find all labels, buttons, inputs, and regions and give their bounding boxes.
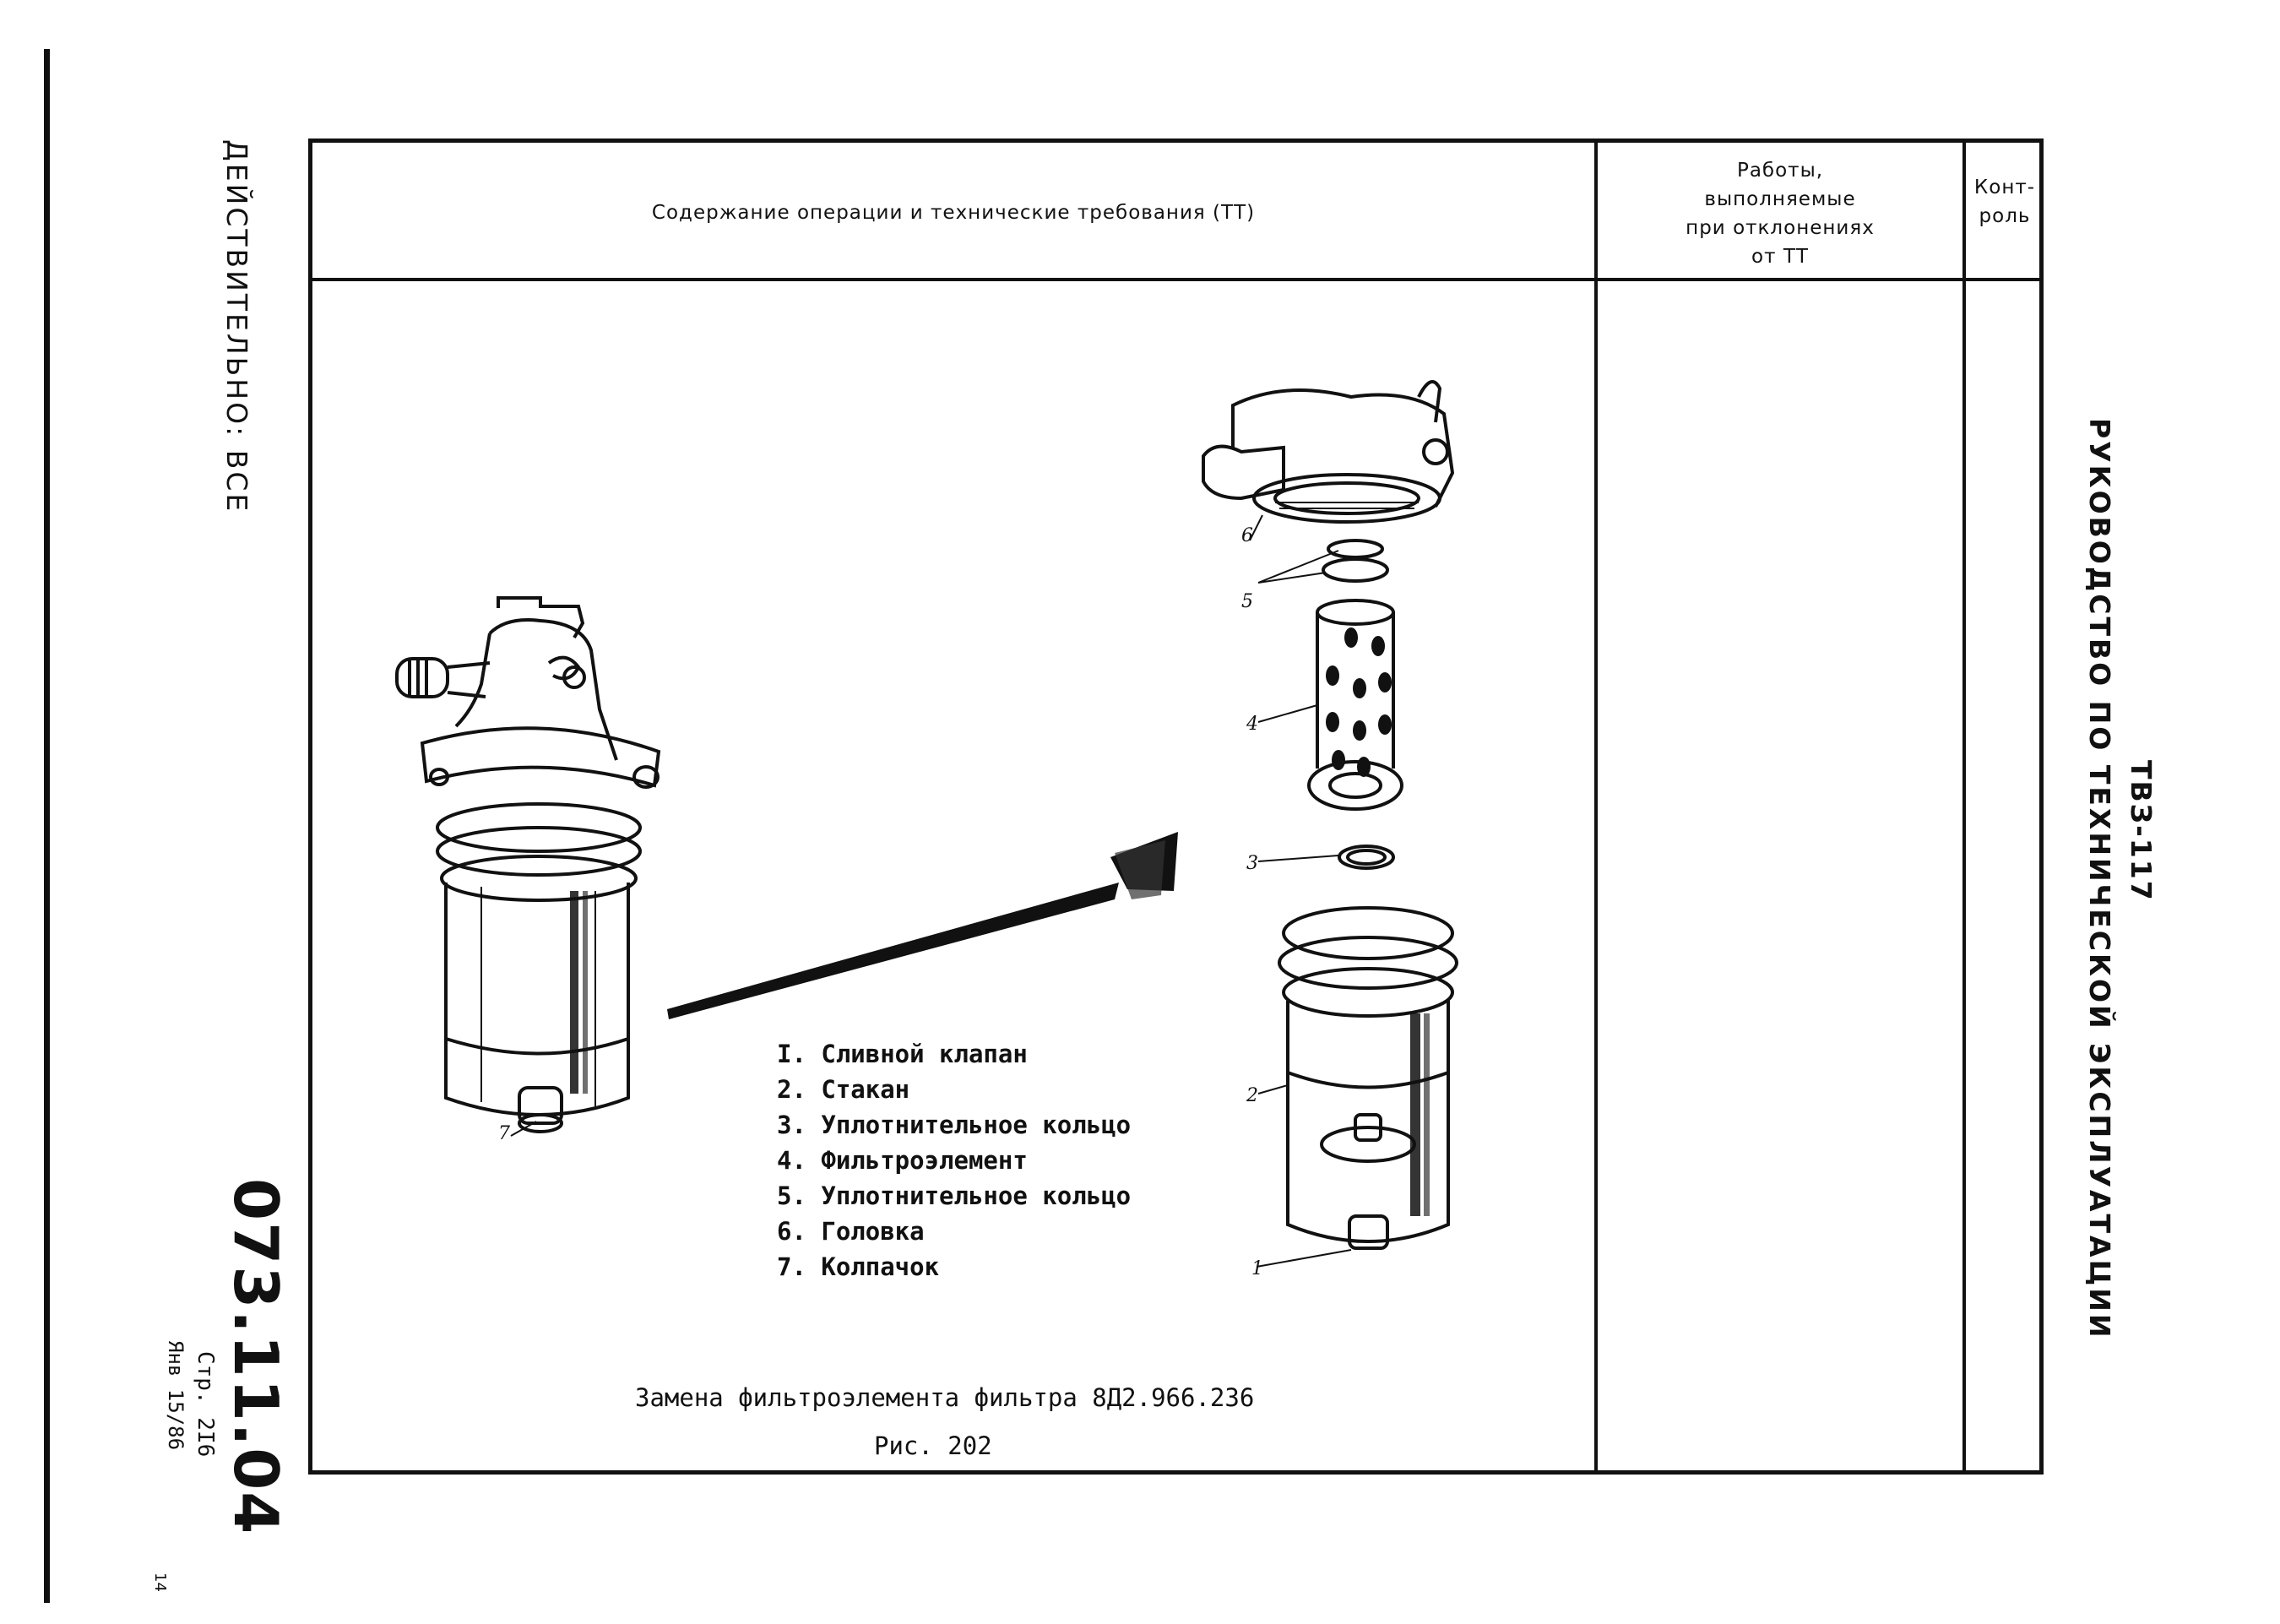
legend-item: I. Сливной клапан	[777, 1040, 1028, 1068]
manual-title: РУКОВОДСТВО ПО ТЕХНИЧЕСКОЙ ЭКСПЛУАТАЦИИ	[2083, 418, 2116, 1340]
effectivity-label: ДЕЙСТВИТЕЛЬНО: ВСЕ	[220, 139, 253, 514]
callout-5: 5	[1241, 591, 1253, 612]
legend-item: 5. Уплотнительное кольцо	[777, 1181, 1132, 1210]
callout-4: 4	[1246, 714, 1258, 735]
figure-number: Рис. 202	[874, 1431, 992, 1460]
margin-bar	[44, 49, 50, 1603]
header-control-line-2: роль	[1979, 205, 2031, 227]
document-number: 073.11.04	[220, 1178, 291, 1536]
legend-item: 2. Стакан	[777, 1075, 910, 1104]
header-content-column: Содержание операции и технические требов…	[651, 202, 1256, 224]
parts-legend: I. Сливной клапан 2. Стакан 3. Уплотните…	[777, 1036, 1131, 1285]
header-works-column: Работы, выполняемые при отклонениях от Т…	[1598, 156, 1962, 271]
header-divider	[312, 278, 2039, 281]
header-control-line-1: Конт-	[1973, 177, 2036, 198]
header-control-column: Конт- роль	[1966, 173, 2044, 231]
transition-arrow	[667, 832, 1178, 1019]
corner-mark: 14	[151, 1572, 169, 1592]
header-works-line-3: при отклонениях	[1686, 217, 1875, 239]
exploded-filter-illustration	[1202, 380, 1458, 1268]
column-divider-1	[1594, 143, 1598, 1470]
manual-code: ТВЗ-117	[2125, 760, 2158, 902]
assembled-filter-illustration	[395, 596, 661, 1137]
figure-title: Замена фильтроэлемента фильтра 8Д2.966.2…	[635, 1383, 1255, 1412]
callout-3: 3	[1246, 853, 1258, 874]
header-works-line-1: Работы,	[1736, 160, 1824, 182]
operation-sheet: Содержание операции и технические требов…	[308, 139, 2044, 1475]
column-divider-2	[1962, 143, 1966, 1470]
callout-7: 7	[498, 1123, 510, 1144]
header-works-line-4: от ТТ	[1751, 246, 1809, 268]
revision-date: Янв 15/86	[164, 1340, 187, 1451]
legend-item: 7. Колпачок	[777, 1252, 940, 1281]
legend-item: 3. Уплотнительное кольцо	[777, 1111, 1132, 1139]
callout-1: 1	[1251, 1258, 1263, 1279]
callout-2: 2	[1246, 1085, 1258, 1106]
header-works-line-2: выполняемые	[1704, 188, 1856, 210]
callout-6: 6	[1241, 525, 1253, 546]
legend-item: 4. Фильтроэлемент	[777, 1146, 1028, 1175]
legend-item: 6. Головка	[777, 1217, 925, 1246]
page-number: Стр. 2I6	[193, 1351, 218, 1458]
